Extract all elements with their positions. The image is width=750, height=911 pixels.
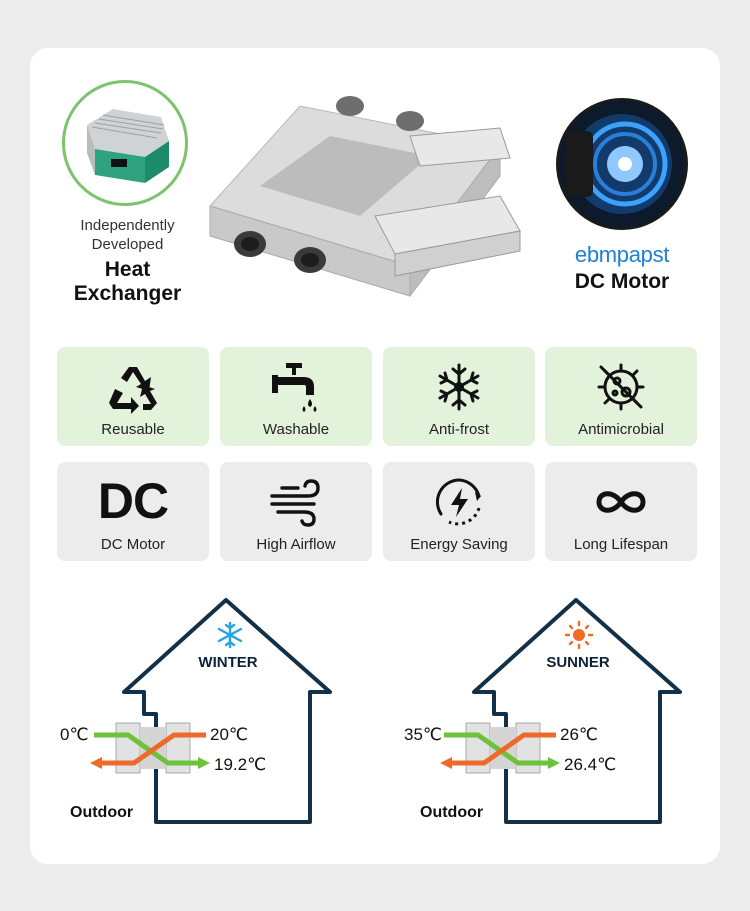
no-bacteria-icon <box>597 363 645 411</box>
feature-label: High Airflow <box>256 536 336 553</box>
summer-outdoor-temp: 35℃ <box>404 725 443 744</box>
feature-long-lifespan: Long Lifespan <box>545 462 697 561</box>
winter-indoor-temp: 20℃ <box>210 725 249 744</box>
snowflake-icon <box>438 363 480 411</box>
winter-house-outline <box>122 598 332 824</box>
winter-label: WINTER <box>198 654 258 671</box>
feature-antimicrobial: Antimicrobial <box>545 347 697 446</box>
feature-label: Washable <box>262 421 330 438</box>
recycle-icon <box>109 367 157 414</box>
feature-energy-saving: Energy Saving <box>383 462 535 561</box>
summer-house-outline <box>472 598 682 824</box>
summer-heat-exchange-diagram <box>440 722 560 774</box>
ventilation-unit-image <box>209 96 521 298</box>
winter-outdoor-temp: 0℃ <box>60 725 89 744</box>
hx-title-line2: Exchanger <box>73 282 182 305</box>
feature-label: Reusable <box>101 421 165 438</box>
feature-high-airflow: High Airflow <box>220 462 372 561</box>
summer-sun-icon <box>564 620 594 650</box>
hx-title-line1: Heat <box>104 258 151 281</box>
motor-title: DC Motor <box>574 270 670 293</box>
winter-snowflake-icon <box>217 621 243 649</box>
feature-dc-motor: DC DC Motor <box>57 462 209 561</box>
winter-supply-temp: 19.2℃ <box>214 755 267 774</box>
heat-exchanger-caption: Independently Developed Heat Exchanger <box>55 216 200 306</box>
hx-line1: Independently <box>80 217 175 234</box>
winter-heat-exchange-diagram <box>90 722 210 774</box>
energy-bolt-icon <box>435 478 481 526</box>
feature-washable: Washable <box>220 347 372 446</box>
feature-reusable: Reusable <box>57 347 209 446</box>
summer-label: SUNNER <box>546 654 610 671</box>
infinity-icon <box>596 491 646 513</box>
wind-icon <box>270 479 320 527</box>
summer-outdoor-label: Outdoor <box>420 804 484 821</box>
feature-label: Anti-frost <box>428 421 489 438</box>
faucet-icon <box>272 363 317 412</box>
summer-indoor-temp: 26℃ <box>560 725 599 744</box>
dc-motor-image <box>556 98 688 230</box>
hx-line2: Developed <box>91 236 164 253</box>
feature-label: Long Lifespan <box>573 536 669 553</box>
feature-anti-frost: Anti-frost <box>383 347 535 446</box>
feature-label: Energy Saving <box>410 536 508 553</box>
motor-brand: ebmpapst <box>574 242 670 267</box>
summer-supply-temp: 26.4℃ <box>564 755 617 774</box>
dc-icon-text: DC <box>97 473 169 529</box>
winter-outdoor-label: Outdoor <box>70 804 134 821</box>
feature-label: Antimicrobial <box>578 421 664 438</box>
feature-label: DC Motor <box>100 536 166 553</box>
heat-exchanger-image <box>62 80 188 206</box>
